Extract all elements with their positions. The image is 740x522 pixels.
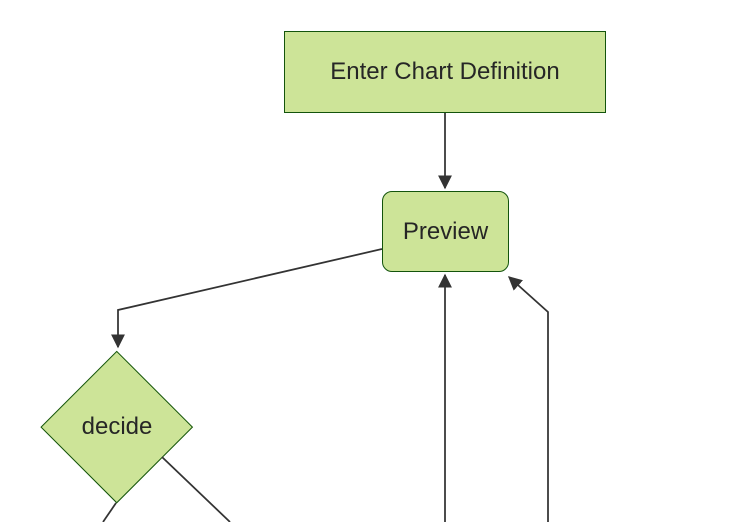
node-decide-label: decide bbox=[81, 413, 153, 440]
node-decide-label-wrap: decide bbox=[41, 412, 193, 442]
edge-decide-to-offscreen-bottom-right bbox=[161, 456, 231, 522]
node-preview-label: Preview bbox=[402, 217, 489, 245]
node-preview: Preview bbox=[382, 191, 509, 272]
node-enter-chart-definition-label: Enter Chart Definition bbox=[330, 58, 560, 85]
edge-decide-to-offscreen-bottom-left bbox=[102, 502, 117, 522]
edge-preview-to-decide bbox=[111, 248, 383, 349]
edge-offscreen-to-preview-bottom-right bbox=[507, 276, 549, 522]
node-enter-chart-definition: Enter Chart Definition bbox=[284, 31, 606, 113]
